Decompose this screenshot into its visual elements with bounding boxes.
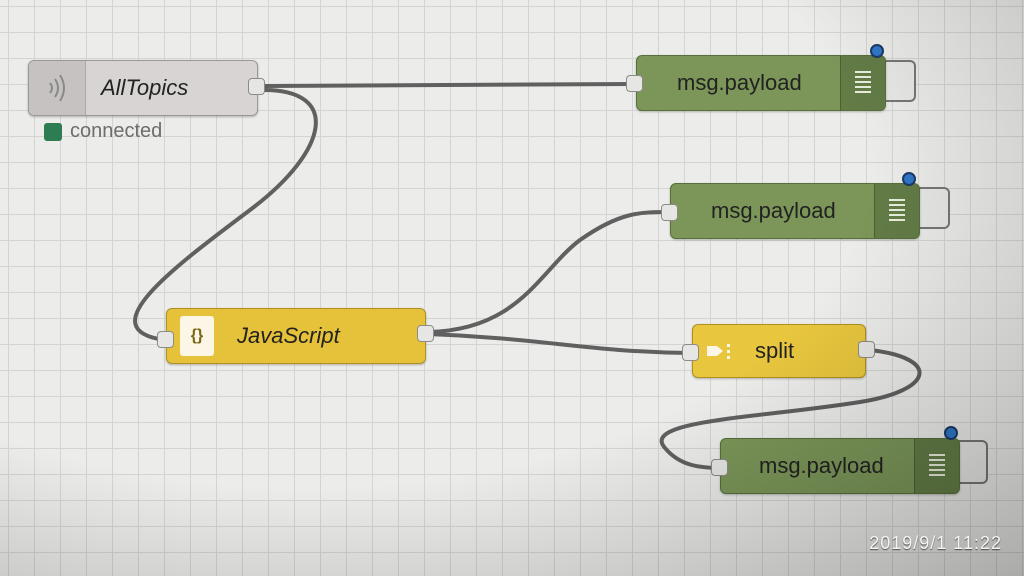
split-icon [703,325,739,377]
debug-list-icon [874,184,919,238]
debug-3-changed-dot [944,426,958,440]
mqtt-signal-icon [29,61,86,115]
debug-list-icon [914,439,959,493]
wire-javascript-to-split[interactable] [426,332,692,355]
debug-list-icon [840,56,885,110]
split-node[interactable]: split [692,324,866,378]
debug-2-label: msg.payload [711,198,836,223]
debug-2-changed-dot [902,172,916,186]
debug-node-2[interactable]: msg.payload [670,183,920,239]
status-connected-indicator [44,122,62,141]
split-input-port[interactable] [682,344,699,361]
function-icon-glyph: {} [180,316,214,356]
function-braces-icon: {} [177,309,217,363]
wire-alltopics-to-javascript[interactable] [133,88,318,342]
debug-node-1[interactable]: msg.payload [636,55,886,111]
function-output-port[interactable] [417,325,434,342]
mqtt-in-status: connected [44,120,162,143]
wire-javascript-to-debug-2[interactable] [426,210,672,334]
mqtt-in-output-port[interactable] [248,78,265,95]
function-node[interactable]: {} JavaScript [166,308,426,364]
debug-3-input-port[interactable] [711,459,728,476]
wire-split-to-debug-3[interactable] [659,348,922,470]
wire-alltopics-to-debug-1[interactable] [262,82,636,88]
function-label: JavaScript [237,323,340,348]
debug-2-input-port[interactable] [661,204,678,221]
function-input-port[interactable] [157,331,174,348]
photo-timestamp: 2019/9/1 11:22 [869,533,1002,553]
debug-1-input-port[interactable] [626,75,643,92]
debug-3-label: msg.payload [759,453,884,478]
mqtt-in-label: AllTopics [101,75,189,100]
debug-1-changed-dot [870,44,884,58]
debug-node-3[interactable]: msg.payload [720,438,960,494]
split-output-port[interactable] [858,341,875,358]
status-text: connected [70,120,163,142]
split-label: split [755,338,795,363]
mqtt-in-node[interactable]: AllTopics [28,60,258,116]
debug-1-label: msg.payload [677,70,802,95]
